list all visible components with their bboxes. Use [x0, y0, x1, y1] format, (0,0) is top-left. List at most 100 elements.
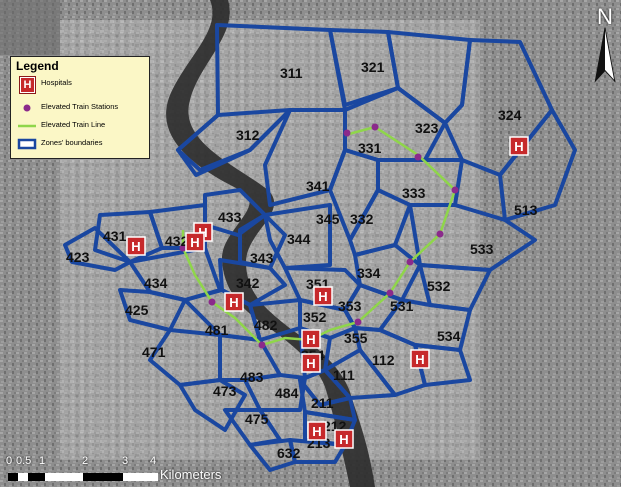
zone-label: 345 — [316, 211, 340, 227]
zone-label: 632 — [277, 445, 301, 461]
zone-label: 471 — [142, 344, 166, 360]
hospital-marker[interactable]: H — [410, 349, 430, 369]
hospital-marker[interactable]: H — [313, 286, 333, 306]
train-line-icon — [18, 124, 36, 128]
station-icon — [23, 104, 31, 112]
zone-label: 531 — [390, 298, 414, 314]
station[interactable] — [371, 123, 379, 131]
hospital-label: H — [131, 239, 140, 254]
zone-label: 111 — [333, 367, 355, 383]
scale-tick: 0 — [6, 455, 13, 467]
hospital-label: H — [415, 352, 424, 367]
zone-label: 112 — [372, 352, 395, 368]
station[interactable] — [451, 186, 459, 194]
zone-label: 342 — [236, 275, 260, 291]
zone-label: 355 — [344, 330, 368, 346]
hospital-marker[interactable]: H — [185, 232, 205, 252]
scale-units: Kilometers — [160, 467, 222, 482]
legend-label: Hospitals — [41, 78, 72, 87]
zone-label: 482 — [254, 317, 278, 333]
legend-title: Legend — [16, 59, 59, 73]
legend-item-hospitals: H Hospitals — [11, 77, 149, 93]
zone-label: 481 — [205, 322, 229, 338]
zone-label: 432 — [165, 233, 189, 249]
hospital-label: H — [306, 332, 315, 347]
zone-label: 533 — [470, 241, 494, 257]
hospital-label: H — [190, 235, 199, 250]
hospital-icon: H — [20, 77, 35, 93]
zone-boundary-icon — [17, 138, 37, 150]
hospital-marker[interactable]: H — [224, 292, 244, 312]
scale-tick: 0.5 — [16, 455, 32, 467]
station[interactable] — [386, 289, 394, 297]
scale-bar-graphic — [8, 473, 158, 481]
legend-item-train-line: Elevated Train Line — [11, 119, 149, 133]
hospital-label: H — [229, 295, 238, 310]
zone-label: 331 — [358, 140, 382, 156]
hospital-label: H — [318, 289, 327, 304]
station[interactable] — [258, 341, 266, 349]
north-label: N — [597, 4, 613, 29]
station[interactable] — [343, 129, 351, 137]
hospital-marker[interactable]: H — [509, 136, 529, 156]
station[interactable] — [179, 244, 187, 252]
legend-label: Elevated Train Stations — [41, 102, 119, 111]
zone-label: 483 — [240, 369, 264, 385]
river — [166, 0, 375, 487]
hospital-marker[interactable]: H — [307, 421, 327, 441]
zone-label: 425 — [125, 302, 149, 318]
zone-label: 332 — [350, 211, 374, 227]
zone-label: 434 — [144, 275, 168, 291]
scale-tick: 4 — [150, 455, 157, 467]
zone-label: 321 — [361, 59, 385, 75]
hospital-label: H — [339, 432, 348, 447]
hospital-label: H — [312, 424, 321, 439]
zone-label: 423 — [66, 249, 90, 265]
legend-label: Zones' boundaries — [41, 138, 103, 147]
zone-label: 513 — [514, 202, 538, 218]
zone-label: 534 — [437, 328, 461, 344]
hospital-marker[interactable]: H — [334, 429, 354, 449]
hospital-label: H — [306, 356, 315, 371]
zone-label: 431 — [103, 228, 127, 244]
hospital-marker[interactable]: H — [126, 236, 146, 256]
station[interactable] — [436, 230, 444, 238]
zone-label: 473 — [213, 383, 237, 399]
legend-item-zone-boundaries: Zones' boundaries — [11, 137, 149, 151]
zone-label: 211 — [311, 395, 334, 411]
scale-tick: 2 — [82, 455, 89, 467]
hospital-label: H — [514, 139, 523, 154]
legend-label: Elevated Train Line — [41, 120, 106, 129]
zone-label: 311 — [280, 65, 303, 81]
dark-corner — [0, 0, 60, 55]
north-arrow: N — [590, 4, 620, 94]
station[interactable] — [208, 298, 216, 306]
station[interactable] — [406, 258, 414, 266]
zone-label: 352 — [303, 309, 327, 325]
zone-label: 433 — [218, 209, 242, 225]
zone-label: 484 — [275, 385, 299, 401]
zone-label: 341 — [306, 178, 330, 194]
zone-label: 353 — [338, 298, 362, 314]
north-arrow-icon — [594, 28, 616, 83]
hospital-marker[interactable]: H — [301, 329, 321, 349]
hospital-marker[interactable]: H — [301, 353, 321, 373]
station[interactable] — [414, 153, 422, 161]
zone-label: 475 — [245, 411, 269, 427]
zone-label: 344 — [287, 231, 311, 247]
train-stations — [179, 123, 459, 349]
elevated-train-line — [181, 125, 457, 347]
legend: Legend H Hospitals Elevated Train Statio… — [10, 56, 150, 159]
zone-label: 323 — [415, 120, 439, 136]
scale-tick: 1 — [39, 455, 46, 467]
scale-tick: 3 — [122, 455, 129, 467]
zone-label: 334 — [357, 265, 381, 281]
zone-label: 532 — [427, 278, 451, 294]
zone-label: 324 — [498, 107, 522, 123]
scale-bar: 0 0.5 1 2 3 4 Kilometers — [6, 455, 226, 485]
hospitals: H H H H H H H H — [126, 136, 529, 449]
station[interactable] — [354, 318, 362, 326]
legend-item-stations: Elevated Train Stations — [11, 101, 149, 115]
